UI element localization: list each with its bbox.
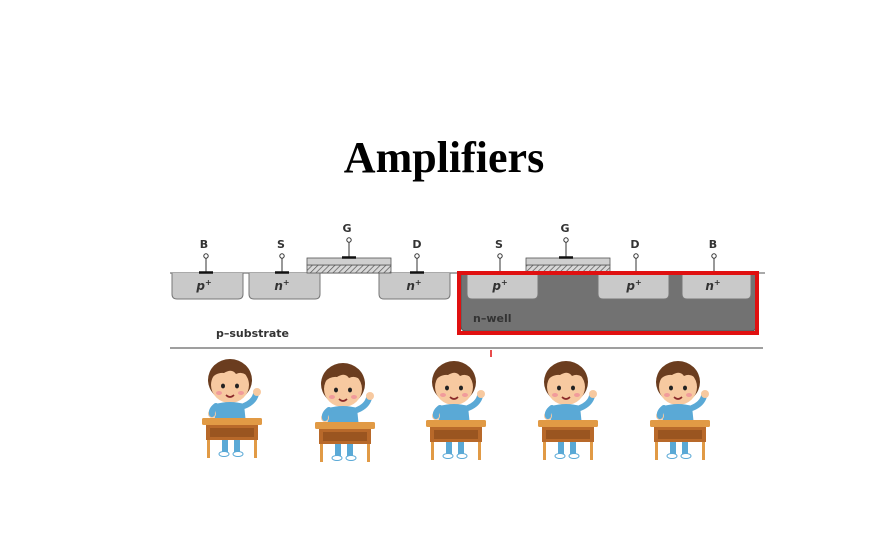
pmos-gate-poly [525, 257, 611, 266]
nmos-gate-terminal [342, 237, 356, 259]
nmos-gate-label: G [342, 222, 351, 235]
pmos-source-p-plus-region [466, 273, 539, 300]
pmos-drain-label: D [630, 238, 639, 251]
highlight-box [457, 271, 759, 335]
nmos-bulk-terminal [199, 253, 213, 274]
pmos-source-terminal [493, 253, 507, 274]
n-well-label: n–well [473, 312, 512, 325]
pmos-bulk-label: B [709, 238, 717, 251]
nmos-gate-poly [306, 257, 392, 266]
nmos-drain-label: D [412, 238, 421, 251]
student-at-desk-icon [315, 363, 375, 462]
student-at-desk-icon [538, 361, 598, 460]
pmos-source-label: S [495, 238, 503, 251]
nmos-source-label: S [277, 238, 285, 251]
student-at-desk-icon [650, 361, 710, 460]
nmos-source-terminal [275, 253, 289, 274]
nmos-bulk-p-plus-region [171, 273, 244, 300]
pmos-drain-terminal [629, 253, 643, 274]
pmos-bulk-n-plus-region [681, 273, 752, 300]
nmos-bulk-label: B [200, 238, 208, 251]
pmos-bulk-terminal [707, 253, 721, 274]
pmos-drain-p-plus-region [597, 273, 670, 300]
nmos-drain-terminal [410, 253, 424, 274]
student-at-desk-icon [202, 359, 262, 458]
pmos-gate-terminal [559, 237, 573, 259]
student-at-desk-icon [426, 361, 486, 460]
pmos-gate-label: G [560, 222, 569, 235]
nmos-source-n-plus-region [248, 273, 321, 300]
substrate-label: p–substrate [216, 327, 289, 340]
slide-title: Amplifiers [343, 133, 545, 182]
nmos-gate-oxide [306, 264, 392, 274]
nmos-drain-n-plus-region [378, 273, 451, 300]
